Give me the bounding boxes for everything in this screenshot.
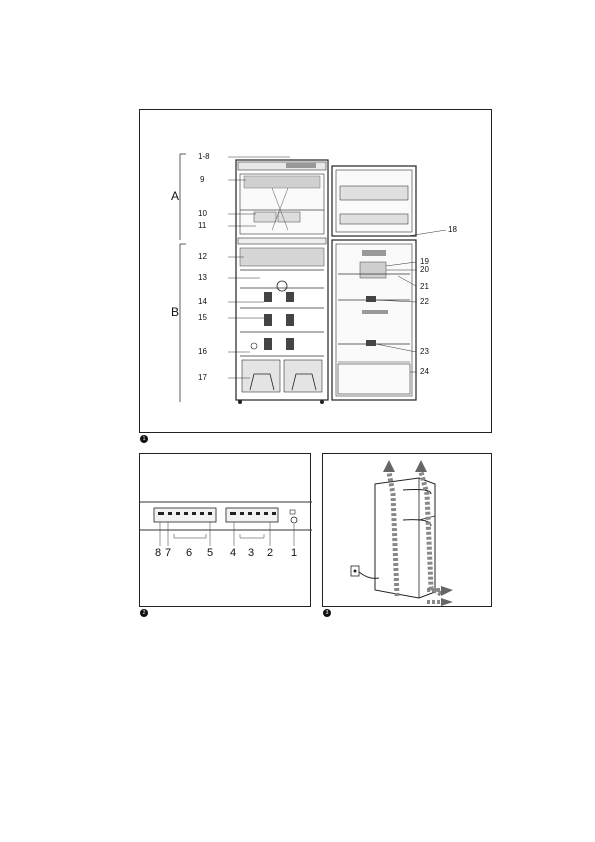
- callout-20: 20: [420, 265, 429, 274]
- ventilation-airflow-diagram: [350, 460, 453, 606]
- callout-22: 22: [420, 297, 429, 306]
- control-callout-7: 7: [165, 547, 172, 559]
- control-callout-8: 8: [155, 547, 162, 559]
- figure-2-badge: 2: [140, 609, 148, 617]
- control-callout-3: 3: [248, 547, 255, 559]
- callout-21: 21: [420, 282, 429, 291]
- callout-10: 10: [198, 209, 207, 218]
- figure-1-badge: 1: [140, 435, 148, 443]
- figure-3-badge: 3: [323, 609, 331, 617]
- figure-1-panel: A B 1-8 9 10 11 12 13 14 15 16 17 18 19 …: [139, 109, 492, 433]
- control-callout-2: 2: [267, 547, 274, 559]
- callout-11: 11: [198, 221, 207, 230]
- callout-14: 14: [198, 297, 207, 306]
- section-label-b: B: [171, 305, 180, 319]
- callout-1-8: 1-8: [198, 152, 210, 161]
- figure-3-panel: [322, 453, 492, 607]
- callout-23: 23: [420, 347, 429, 356]
- callout-17: 17: [198, 373, 207, 382]
- control-callout-6: 6: [186, 547, 193, 559]
- callout-16: 16: [198, 347, 207, 356]
- section-label-a: A: [171, 189, 180, 203]
- callout-13: 13: [198, 273, 207, 282]
- callout-9: 9: [200, 175, 205, 184]
- callout-18: 18: [448, 225, 457, 234]
- control-callout-5: 5: [207, 547, 214, 559]
- callout-19: 19: [420, 257, 429, 266]
- callout-15: 15: [198, 313, 207, 322]
- refrigerator-open-diagram: [179, 153, 447, 404]
- callout-12: 12: [198, 252, 207, 261]
- callout-24: 24: [420, 367, 429, 376]
- figure-2-panel: 8 7 6 5 4 3 2 1: [139, 453, 312, 607]
- control-callout-1: 1: [291, 547, 298, 559]
- control-panel-diagram: [140, 501, 312, 546]
- control-callout-4: 4: [230, 547, 237, 559]
